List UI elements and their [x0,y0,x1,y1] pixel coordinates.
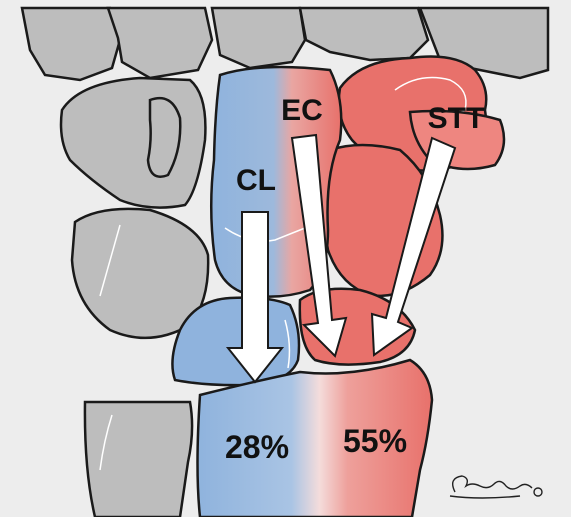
cl-label: CL [236,164,276,197]
ec-label: EC [281,94,323,127]
stt-label: STT [428,102,485,135]
cl-percentage: 28% [225,429,289,465]
radial-percentage: 55% [343,423,407,459]
